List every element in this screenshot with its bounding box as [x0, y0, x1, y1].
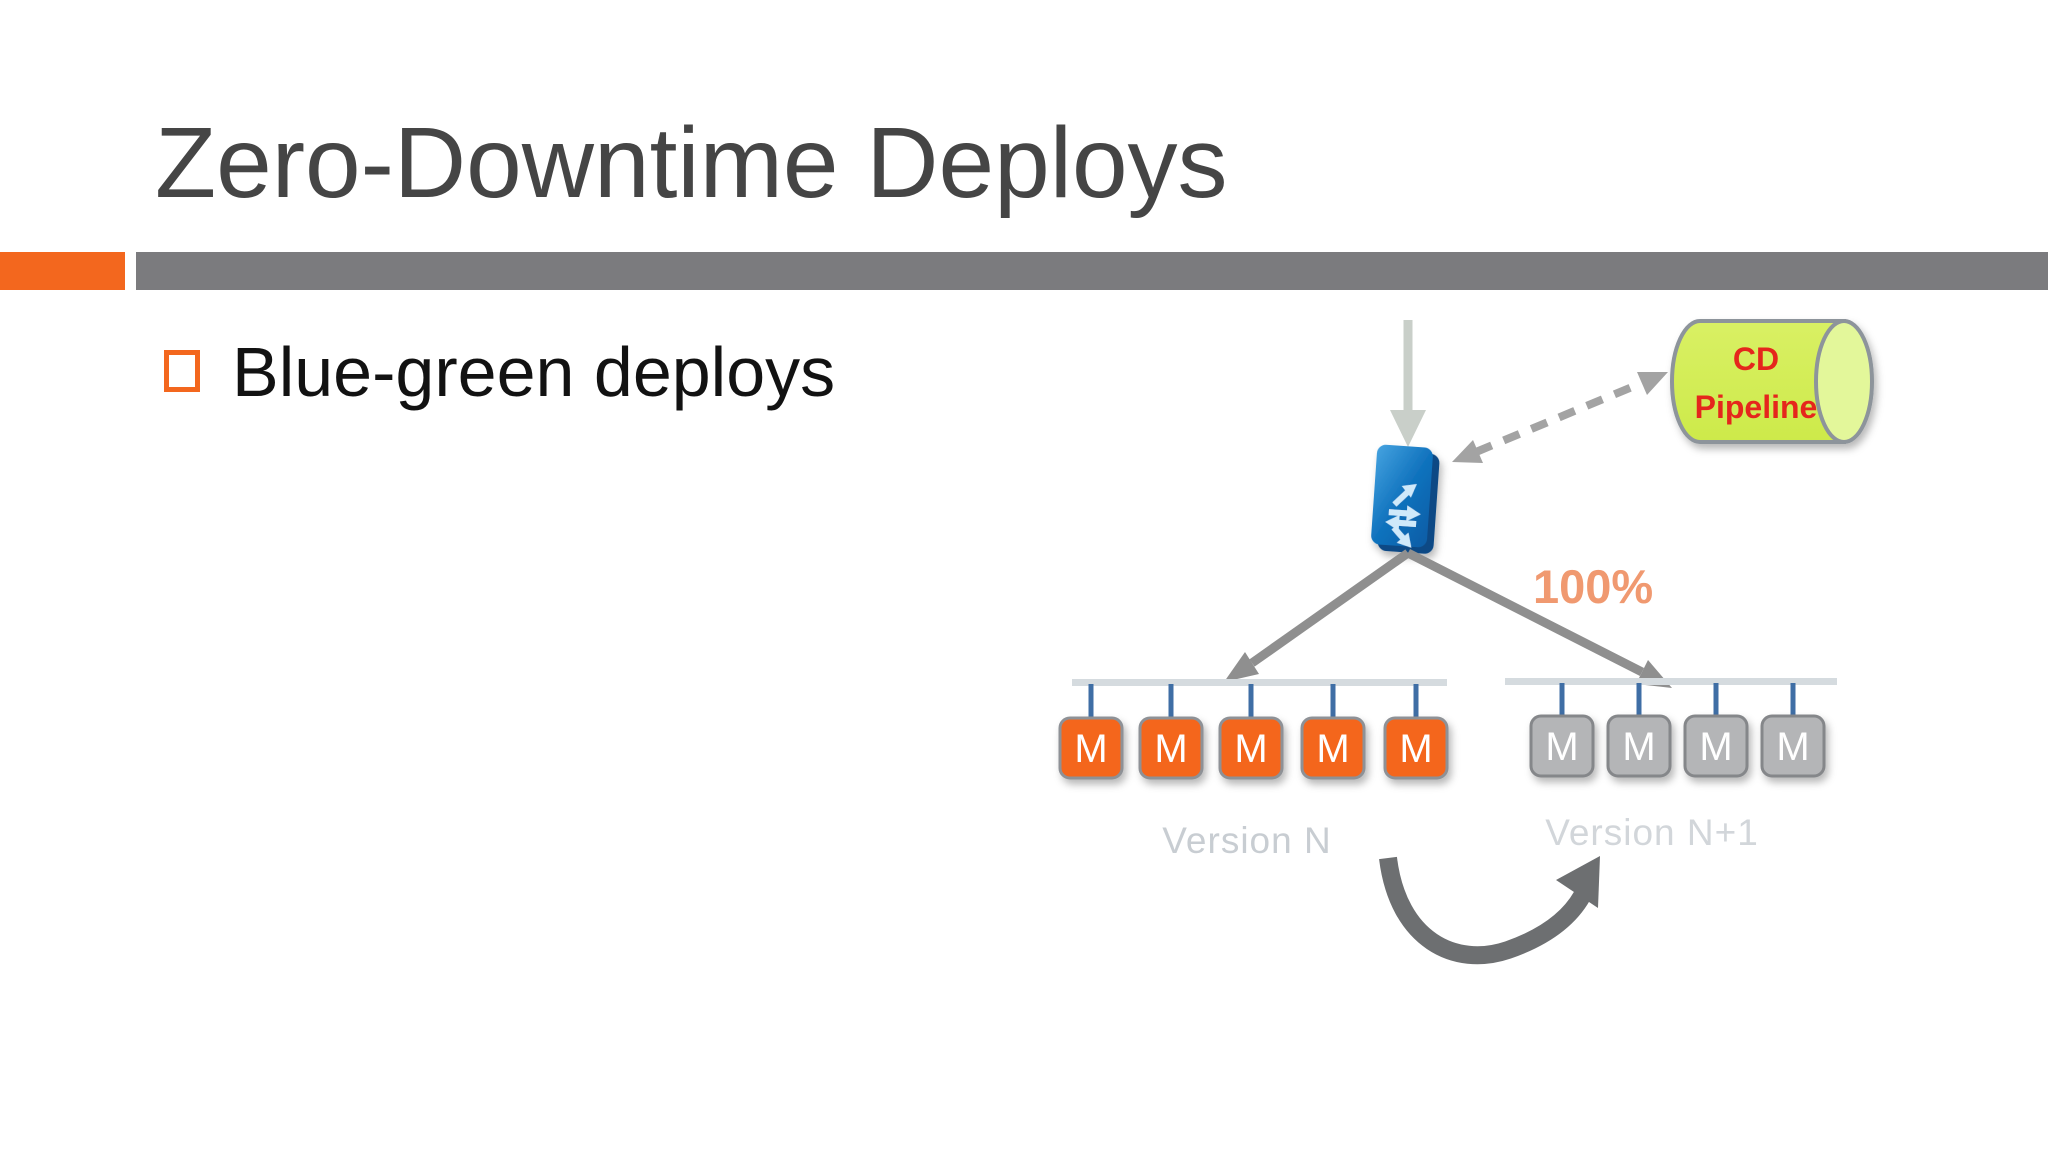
minion-box: M [1683, 714, 1749, 778]
version-n1-cluster: M M M M Version N+1 [1505, 678, 1837, 853]
cd-pipeline-label-line2: Pipeline [1695, 389, 1818, 425]
minion-label: M [1545, 725, 1578, 769]
stems-left [1088, 684, 1419, 719]
minion-box: M [1138, 716, 1204, 780]
minion-label: M [1776, 725, 1809, 769]
minion-box: M [1300, 716, 1366, 780]
minion-box: M [1529, 714, 1595, 778]
accent-orange-block [0, 252, 125, 290]
version-n-cluster: M M M M M Version N [1058, 679, 1449, 861]
minion-label: M [1699, 725, 1732, 769]
traffic-percent-label: 100% [1533, 560, 1653, 613]
minion-label: M [1154, 727, 1187, 771]
dashed-sync-arrow [1452, 372, 1668, 463]
bullet-square-icon [164, 350, 200, 392]
cd-pipeline-label-line1: CD [1733, 341, 1779, 377]
bullet-text: Blue-green deploys [232, 333, 836, 411]
version-n-label: Version N [1162, 820, 1331, 861]
cutover-swoosh-arrow-icon [1379, 856, 1600, 965]
route-arrow-left [1224, 549, 1411, 682]
accent-gray-bar [136, 252, 2048, 290]
bus-bar-right [1505, 678, 1837, 685]
load-balancer-router-icon [1371, 444, 1440, 554]
stems-right [1559, 683, 1796, 717]
cd-pipeline-cylinder: CD Pipeline [1670, 319, 1874, 444]
minion-box: M [1218, 716, 1284, 780]
version-n1-label: Version N+1 [1545, 812, 1759, 853]
minion-box: M [1383, 716, 1449, 780]
slide-title: Zero-Downtime Deploys [155, 107, 1228, 219]
bus-bar-left [1072, 679, 1447, 686]
minion-label: M [1622, 725, 1655, 769]
routing-arrows-glyph [1385, 484, 1421, 548]
minion-label: M [1399, 727, 1432, 771]
bullet-item: Blue-green deploys [164, 333, 836, 411]
minion-label: M [1316, 727, 1349, 771]
minion-box: M [1606, 714, 1672, 778]
minion-label: M [1074, 727, 1107, 771]
minion-label: M [1234, 727, 1267, 771]
minion-box: M [1760, 714, 1826, 778]
minion-box: M [1058, 716, 1124, 780]
incoming-traffic-arrow-icon [1390, 320, 1426, 447]
